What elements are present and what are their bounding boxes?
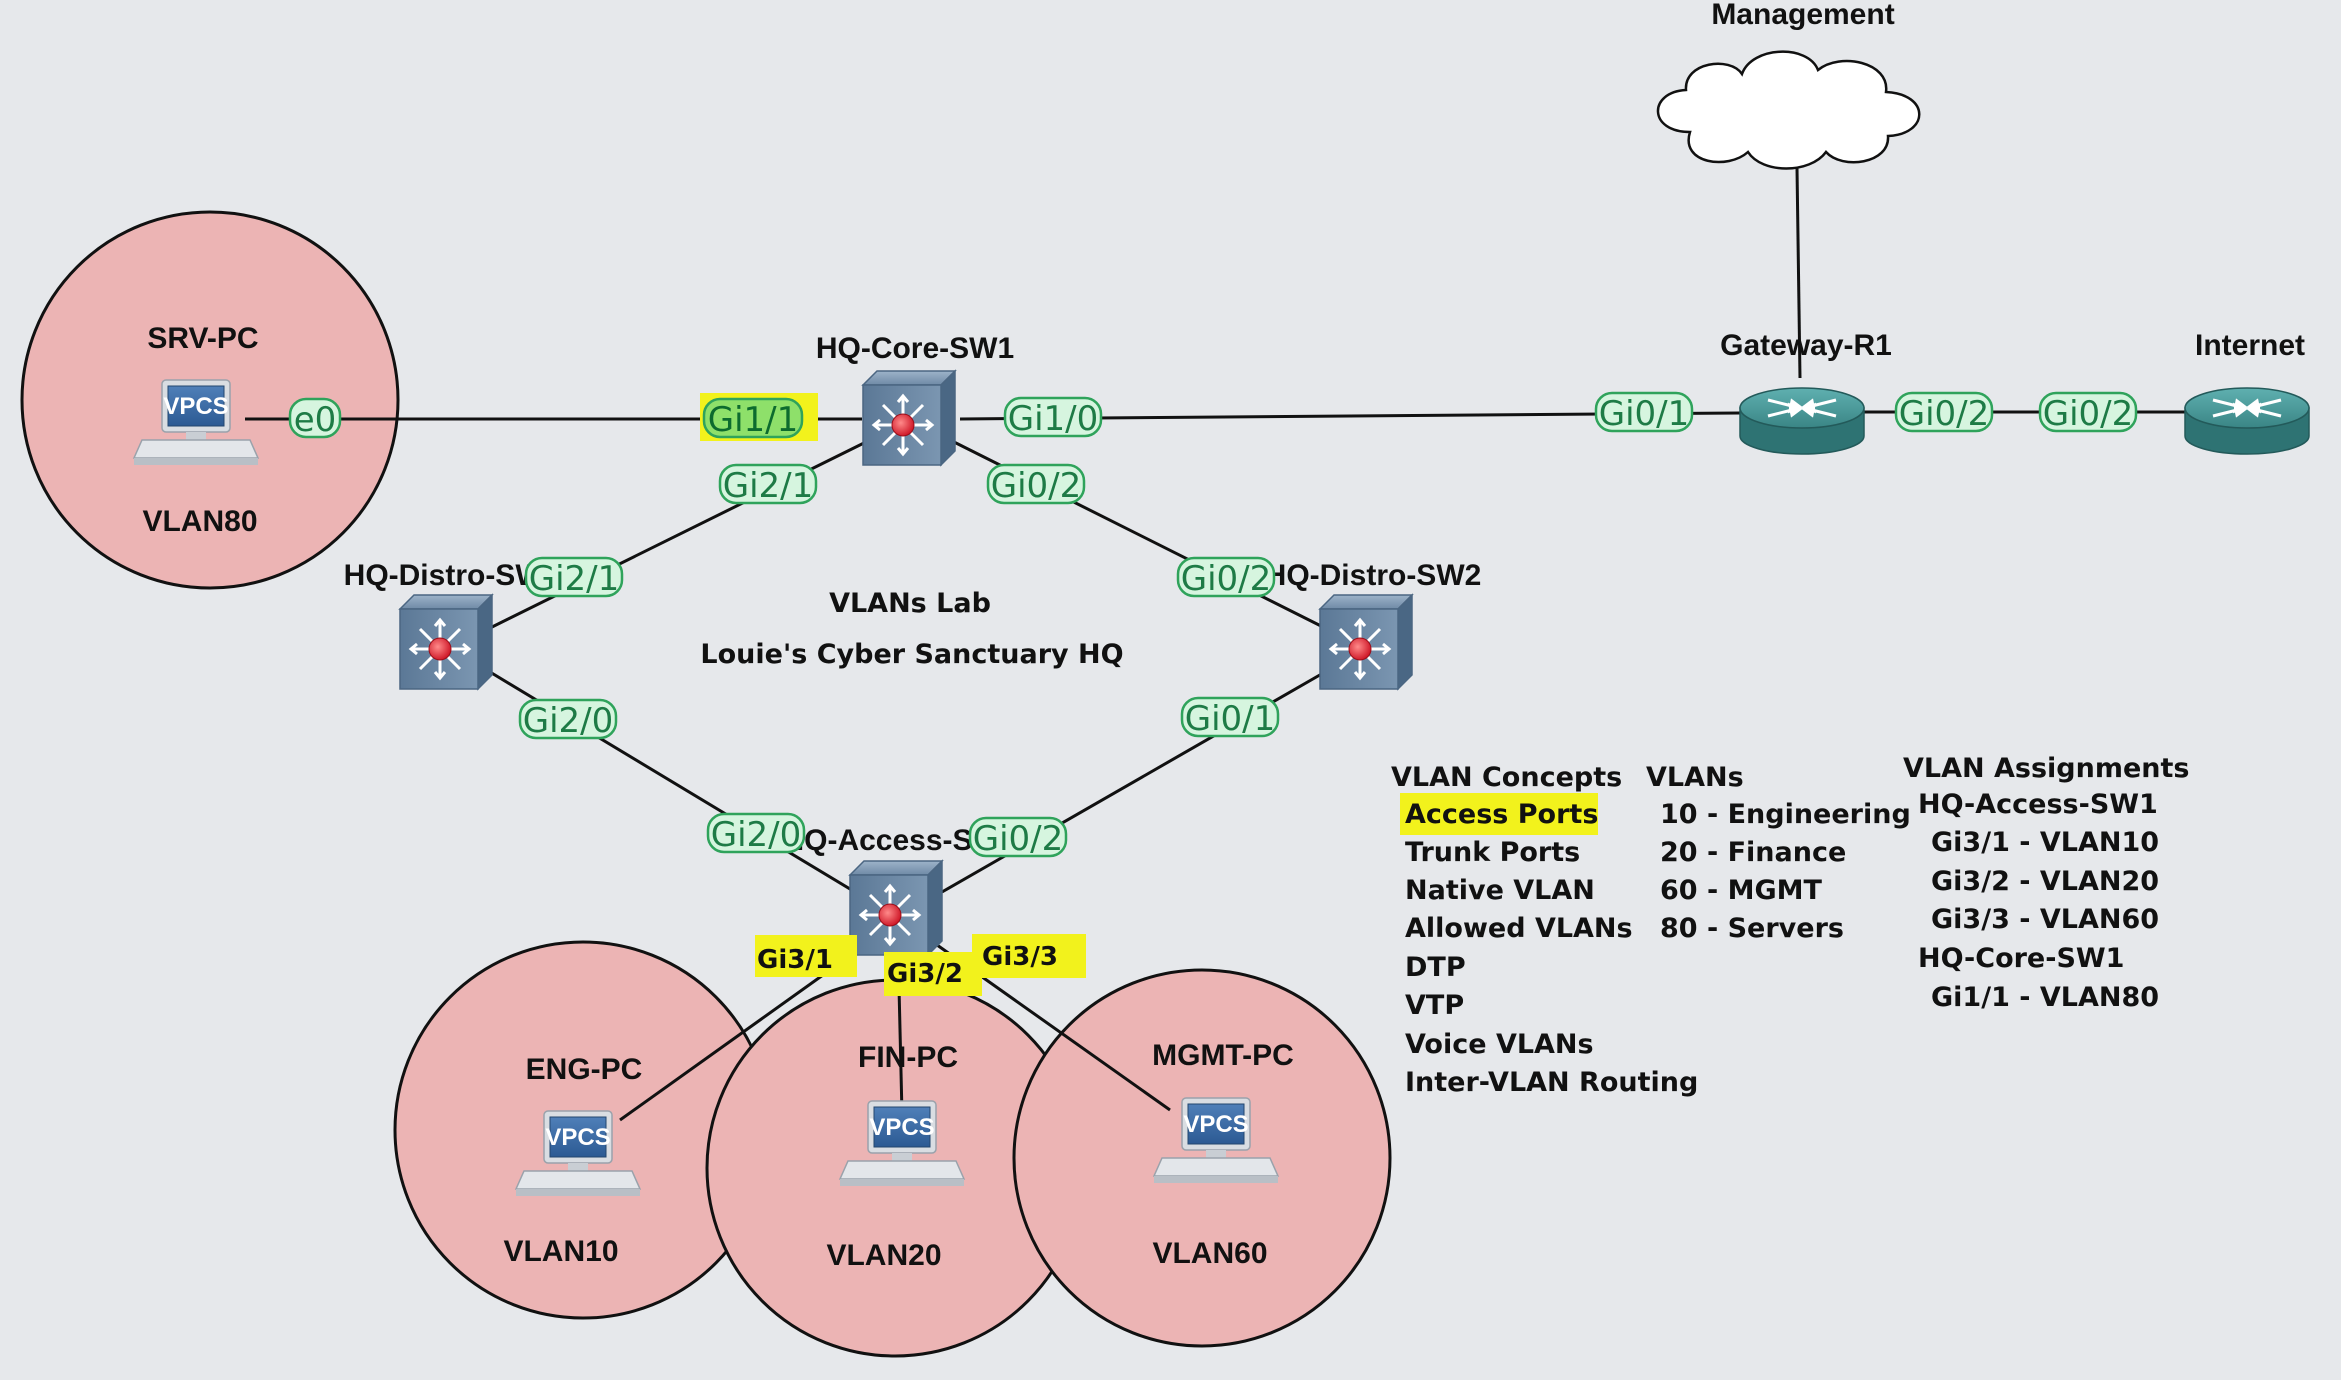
port-badge-core-gi2-1: Gi2/1: [718, 463, 818, 506]
access-switch-icon[interactable]: [848, 859, 944, 957]
management-cloud[interactable]: [1656, 50, 1921, 170]
access-ports-highlight: [1400, 793, 1598, 835]
svg-text:e0: e0: [294, 400, 337, 440]
port-badge-access-gi0-2: Gi0/2: [968, 816, 1068, 859]
vlans-heading: VLANs: [1646, 762, 1744, 793]
vlan-concepts-heading: VLAN Concepts: [1391, 762, 1622, 793]
core-switch-label: HQ-Core-SW1: [816, 332, 1014, 365]
vlan-item: 80 - Servers: [1660, 913, 1844, 944]
port-badges: e0 Gi1/1 Gi1/0 Gi2/1 Gi0/2 Gi2/1 Gi2/0: [288, 391, 2138, 859]
port-badge-access-gi2-0: Gi2/0: [706, 812, 806, 855]
svg-text:Gi2/0: Gi2/0: [711, 815, 802, 855]
notes-vlans: VLANs 10 - Engineering 20 - Finance 60 -…: [1646, 762, 1911, 944]
svg-text:Gi3/2: Gi3/2: [887, 959, 963, 989]
port-badge-distro1-gi2-1: Gi2/1: [524, 556, 624, 599]
svg-text:Gi0/2: Gi0/2: [991, 466, 1082, 506]
distro-switch1-label: HQ-Distro-SW1: [344, 559, 561, 592]
port-badge-core-gi0-2: Gi0/2: [986, 463, 1086, 506]
eng-pc-label: ENG-PC: [526, 1053, 643, 1086]
concept-item: VTP: [1405, 990, 1464, 1021]
link-management-gateway: [1795, 167, 1802, 379]
lab-subtitle: Louie's Cyber Sanctuary HQ: [700, 639, 1123, 670]
assignment-line: Gi3/3 - VLAN60: [1931, 904, 2159, 935]
mgmt-pc-vlan-label: VLAN60: [1152, 1237, 1267, 1270]
port-badge-inet-gi0-2: Gi0/2: [2038, 391, 2138, 434]
port-badge-core-gi1-1: Gi1/1: [700, 393, 818, 441]
port-badge-srv-e0: e0: [288, 397, 342, 440]
assignment-line: Gi3/2 - VLAN20: [1931, 866, 2159, 897]
srv-pc-device-text: VPCS: [163, 393, 228, 420]
concept-item: Voice VLANs: [1405, 1029, 1594, 1060]
gateway-label: Gateway-R1: [1720, 329, 1892, 362]
concept-item: Native VLAN: [1405, 875, 1595, 906]
svg-text:Gi1/1: Gi1/1: [708, 400, 799, 440]
port-badge-distro2-gi0-2: Gi0/2: [1176, 556, 1276, 599]
fin-pc-label: FIN-PC: [858, 1041, 958, 1074]
assignment-line: Gi3/1 - VLAN10: [1931, 827, 2159, 858]
core-switch-icon[interactable]: [861, 369, 957, 467]
access-port-gi3-2: Gi3/2: [884, 952, 982, 996]
lab-title: VLANs Lab: [829, 588, 991, 619]
notes-vlan-concepts: VLAN Concepts Access Ports Trunk Ports N…: [1391, 762, 1698, 1098]
svg-text:Gi0/2: Gi0/2: [2043, 394, 2134, 434]
eng-pc-icon[interactable]: VPCS: [515, 1110, 641, 1197]
management-label: Management: [1711, 0, 1894, 31]
concept-item: Trunk Ports: [1405, 837, 1580, 868]
assignment-line: HQ-Access-SW1: [1918, 789, 2158, 820]
svg-text:Gi0/2: Gi0/2: [1181, 559, 1272, 599]
svg-text:Gi0/1: Gi0/1: [1185, 699, 1276, 739]
port-badge-distro1-gi2-0: Gi2/0: [518, 698, 618, 741]
fin-pc-device-text: VPCS: [869, 1114, 934, 1141]
srv-pc-vlan-label: VLAN80: [142, 505, 257, 538]
assignment-line: HQ-Core-SW1: [1918, 943, 2124, 974]
srv-pc-label: SRV-PC: [147, 322, 258, 355]
access-port-gi3-1: Gi3/1: [755, 935, 857, 977]
distro-switch2-icon[interactable]: [1318, 593, 1414, 691]
mgmt-pc-label: MGMT-PC: [1152, 1039, 1294, 1072]
svg-text:Gi1/0: Gi1/0: [1008, 399, 1099, 439]
concept-item: Inter-VLAN Routing: [1405, 1067, 1698, 1098]
fin-pc-icon[interactable]: VPCS: [839, 1100, 965, 1187]
concept-item: Allowed VLANs: [1405, 913, 1633, 944]
mgmt-pc-icon[interactable]: VPCS: [1153, 1097, 1279, 1184]
port-badge-gw-gi0-1: Gi0/1: [1594, 391, 1694, 434]
eng-pc-vlan-label: VLAN10: [503, 1235, 618, 1268]
internet-label: Internet: [2195, 329, 2305, 362]
vlan-item: 60 - MGMT: [1660, 875, 1822, 906]
concept-item: Access Ports: [1405, 799, 1598, 830]
gateway-router-icon[interactable]: [1738, 386, 1866, 456]
svg-text:Gi2/1: Gi2/1: [529, 559, 620, 599]
access-port-gi3-3: Gi3/3: [972, 934, 1086, 978]
svg-text:Gi0/2: Gi0/2: [973, 819, 1064, 859]
notes-vlan-assignments: VLAN Assignments HQ-Access-SW1 Gi3/1 - V…: [1903, 753, 2189, 1013]
vlan-item: 10 - Engineering: [1660, 799, 1911, 830]
fin-pc-vlan-label: VLAN20: [826, 1239, 941, 1272]
mgmt-pc-device-text: VPCS: [1183, 1111, 1248, 1138]
internet-router-icon[interactable]: [2183, 386, 2311, 456]
svg-text:Gi3/3: Gi3/3: [982, 942, 1058, 972]
svg-text:Gi2/0: Gi2/0: [523, 701, 614, 741]
port-badge-distro2-gi0-1: Gi0/1: [1180, 696, 1280, 739]
svg-text:Gi0/1: Gi0/1: [1599, 394, 1690, 434]
distro-switch1-icon[interactable]: [398, 593, 494, 691]
svg-text:Gi2/1: Gi2/1: [723, 466, 814, 506]
srv-pc-icon[interactable]: VPCS: [133, 379, 259, 466]
port-badge-core-gi1-0: Gi1/0: [1003, 396, 1103, 439]
vlan-item: 20 - Finance: [1660, 837, 1846, 868]
svg-text:Gi0/2: Gi0/2: [1899, 394, 1990, 434]
distro-switch2-label: HQ-Distro-SW2: [1265, 559, 1482, 592]
svg-text:Gi3/1: Gi3/1: [757, 945, 833, 975]
concept-item: DTP: [1405, 952, 1466, 983]
vlan-assignments-heading: VLAN Assignments: [1903, 753, 2189, 784]
eng-pc-device-text: VPCS: [545, 1124, 610, 1151]
assignment-line: Gi1/1 - VLAN80: [1931, 982, 2159, 1013]
port-badge-gw-gi0-2: Gi0/2: [1894, 391, 1994, 434]
